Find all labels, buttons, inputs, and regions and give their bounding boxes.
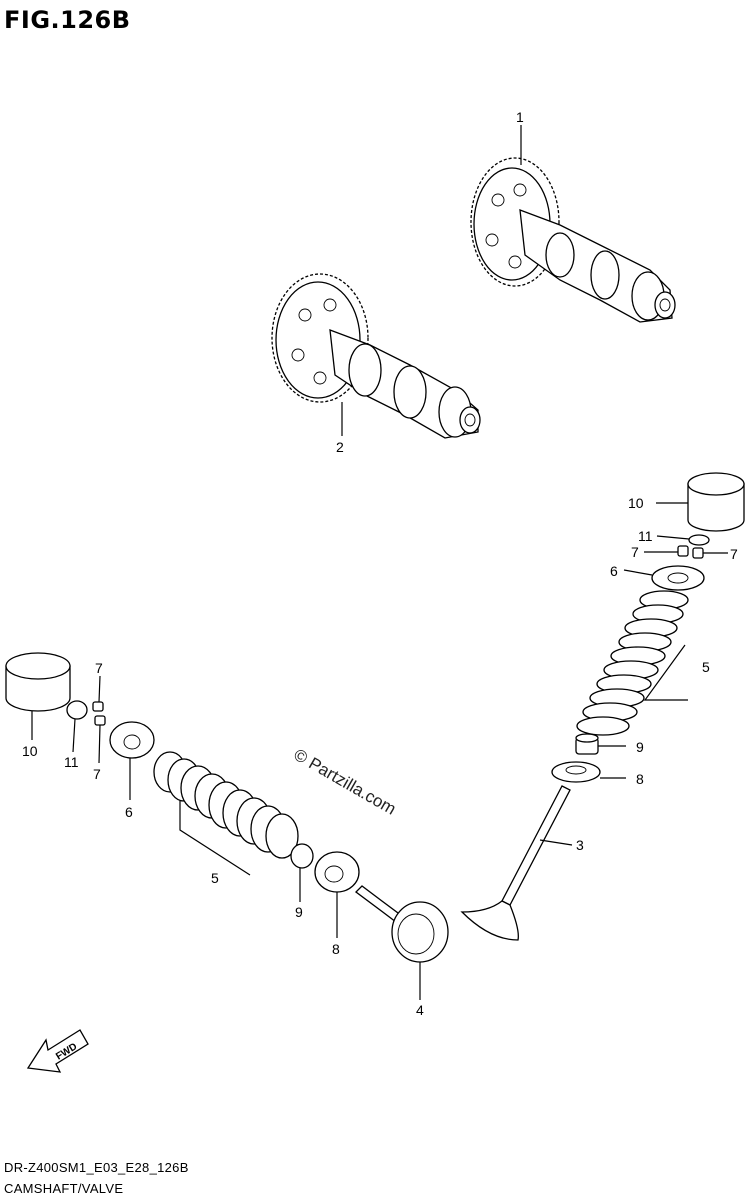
- callout-7-right-a[interactable]: 7: [631, 544, 639, 560]
- callout-10-right[interactable]: 10: [628, 495, 644, 511]
- camshaft-1[interactable]: [470, 157, 676, 323]
- callout-3[interactable]: 3: [576, 837, 584, 853]
- callout-11-right[interactable]: 11: [638, 528, 653, 544]
- callout-6-left[interactable]: 6: [125, 804, 133, 820]
- figure-code: DR-Z400SM1_E03_E28_126B: [4, 1160, 189, 1175]
- leader-line-5-left: [179, 800, 251, 876]
- exhaust-valve[interactable]: [355, 885, 449, 963]
- cotter-left-b[interactable]: [94, 715, 106, 726]
- callout-10-left[interactable]: 10: [22, 743, 38, 759]
- cotter-right-a[interactable]: [677, 545, 689, 557]
- figure-title: FIG.126B: [4, 6, 131, 34]
- leader-line-11-left: [72, 718, 76, 753]
- callout-5-right[interactable]: 5: [702, 659, 710, 675]
- callout-4[interactable]: 4: [416, 1002, 424, 1018]
- callout-9-right[interactable]: 9: [636, 739, 644, 755]
- callout-5-left[interactable]: 5: [211, 870, 219, 886]
- valve-stem-seal-right[interactable]: [575, 733, 599, 755]
- leader-line-7-left-a: [98, 675, 101, 703]
- camshaft-2[interactable]: [271, 273, 481, 439]
- cotter-right-b[interactable]: [692, 547, 704, 559]
- valve-spring-right[interactable]: [576, 590, 689, 736]
- callout-8-right[interactable]: 8: [636, 771, 644, 787]
- fwd-arrow: FWD: [26, 1029, 89, 1073]
- figure-caption: CAMSHAFT/VALVE: [4, 1181, 124, 1196]
- callout-7-left-b[interactable]: 7: [93, 766, 101, 782]
- valve-stem-seal-left[interactable]: [290, 843, 314, 869]
- callout-11-left[interactable]: 11: [64, 754, 79, 770]
- shim-left[interactable]: [66, 700, 88, 720]
- callout-2[interactable]: 2: [336, 439, 344, 455]
- callout-1[interactable]: 1: [516, 109, 524, 125]
- callout-8-left[interactable]: 8: [332, 941, 340, 957]
- leader-line-3: [539, 839, 573, 846]
- callout-7-left-a[interactable]: 7: [95, 660, 103, 676]
- cotter-left-a[interactable]: [92, 701, 104, 712]
- tappet-right[interactable]: [687, 472, 745, 532]
- leader-line-5-right: [643, 644, 688, 701]
- spring-retainer-left[interactable]: [109, 721, 155, 759]
- spring-seat-right[interactable]: [551, 761, 601, 783]
- intake-valve[interactable]: [460, 785, 571, 941]
- tappet-left[interactable]: [5, 652, 71, 712]
- spring-retainer-right[interactable]: [651, 565, 705, 591]
- leader-line-6-right: [623, 569, 653, 576]
- leader-line-11-right: [656, 535, 690, 540]
- callout-9-left[interactable]: 9: [295, 904, 303, 920]
- spring-seat-left[interactable]: [314, 851, 360, 893]
- shim-right[interactable]: [688, 534, 710, 546]
- callout-7-right-b[interactable]: 7: [730, 546, 738, 562]
- leader-line-7-left-b: [98, 724, 101, 764]
- callout-6-right[interactable]: 6: [610, 563, 618, 579]
- valve-spring-left[interactable]: [153, 751, 299, 859]
